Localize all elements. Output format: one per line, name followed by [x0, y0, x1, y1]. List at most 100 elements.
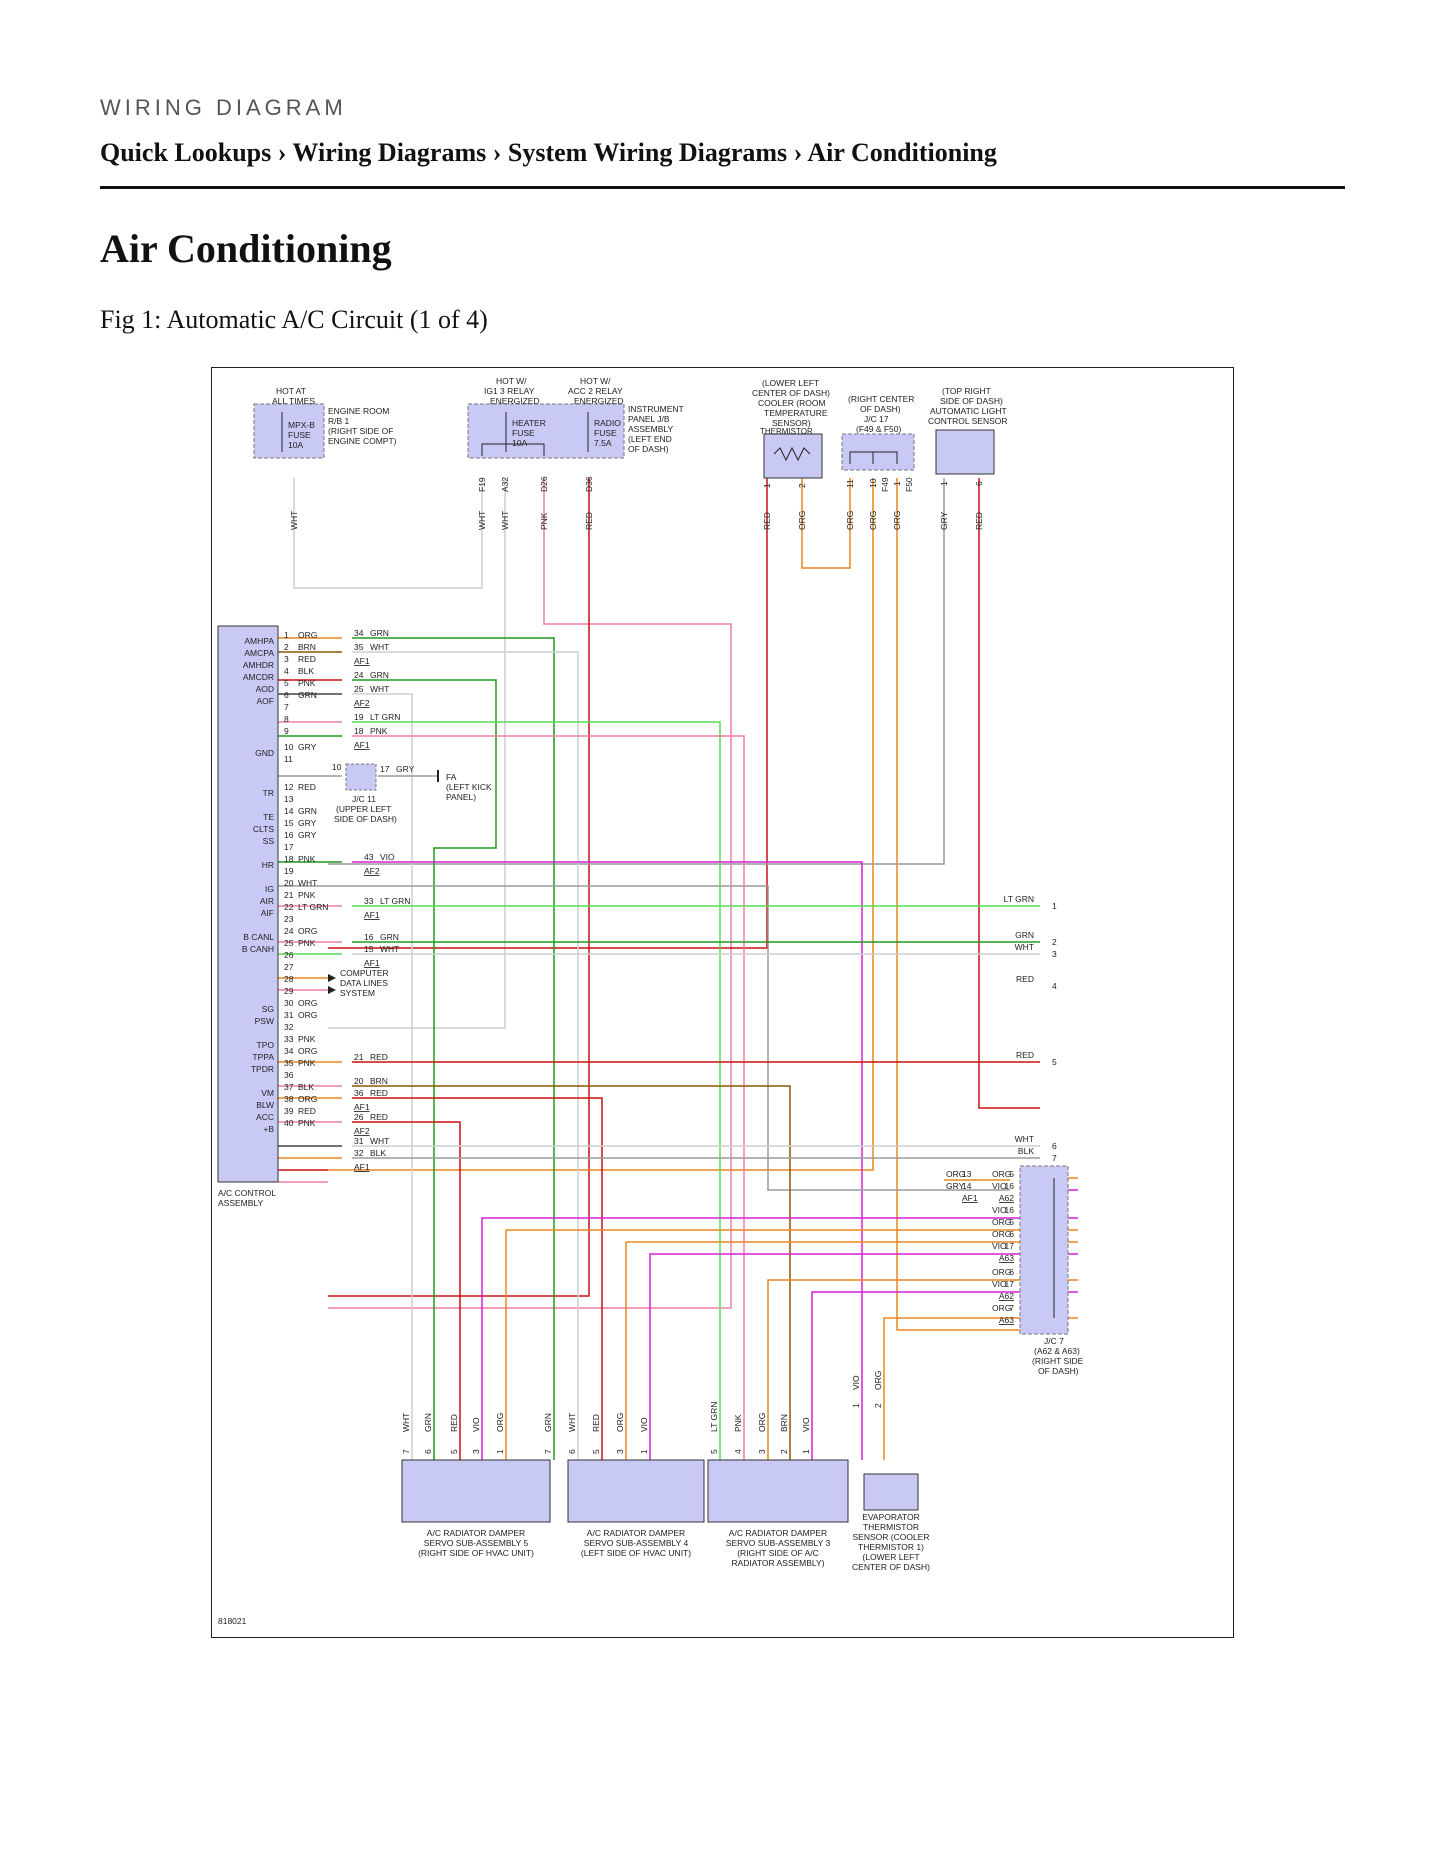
inline-pin: 25: [354, 684, 364, 694]
inline-pin: 26: [354, 1112, 364, 1122]
jc7-right-color: VIO: [992, 1181, 1007, 1191]
inline-color: WHT: [380, 944, 399, 954]
top-pin: 6: [974, 481, 984, 486]
jc7-right-color: ORG: [992, 1303, 1011, 1313]
servo-name: A/C RADIATOR DAMPER: [729, 1528, 827, 1538]
ac-pin-function: TPDR: [251, 1064, 274, 1074]
ac-pin-function: AIR: [260, 896, 274, 906]
ac-pin-number: 1: [284, 630, 289, 640]
wire: [352, 1121, 461, 1460]
inline-color: WHT: [370, 684, 389, 694]
connector-id: AF1: [354, 1102, 370, 1112]
ac-pin-number: 29: [284, 986, 294, 996]
ac-pin-function: ACC: [256, 1112, 274, 1122]
jc7-pin: 17: [1005, 1279, 1015, 1289]
servo-wire-color: LT GRN: [709, 1402, 719, 1432]
inline-color: PNK: [370, 726, 388, 736]
lightsensor-3: AUTOMATIC LIGHT: [930, 406, 1007, 416]
mpxb-fuse-label-3: 10A: [288, 440, 303, 450]
wire: [505, 1229, 1078, 1460]
ac-pin-number: 39: [284, 1106, 294, 1116]
jc17-2: OF DASH): [860, 404, 901, 414]
ac-pin-color: PNK: [298, 1118, 316, 1128]
jc7-left-color: GRY: [946, 1181, 965, 1191]
ac-pin-function: B CANH: [242, 944, 274, 954]
jc11-pin-out: 17: [380, 764, 390, 774]
ac-control-name-2: ASSEMBLY: [218, 1198, 264, 1208]
ac-pin-color: RED: [298, 782, 316, 792]
jc7-right-color: VIO: [992, 1205, 1007, 1215]
servo-pin: 7: [543, 1449, 553, 1454]
top-pin-labels: F19 A32 D26 D36 1 2 11 10 F49 1 F50 1 6: [477, 476, 984, 492]
inline-color: WHT: [370, 1136, 389, 1146]
servo-pin: 3: [757, 1449, 767, 1454]
connector-id: AF1: [364, 910, 380, 920]
ac-pin-number: 5: [284, 678, 289, 688]
servo-pin: 2: [779, 1449, 789, 1454]
ac-pin-number: 6: [284, 690, 289, 700]
thermistor-3: COOLER (ROOM: [758, 398, 826, 408]
breadcrumb[interactable]: Quick Lookups › Wiring Diagrams › System…: [100, 138, 997, 167]
servo-wire-color: VIO: [851, 1375, 861, 1390]
ac-pin-number: 31: [284, 1010, 294, 1020]
ac-pin-function: IG: [265, 884, 274, 894]
ac-pin-number: 33: [284, 1034, 294, 1044]
top-wire-color-labels: WHT WHT WHT PNK RED RED ORG ORG ORG ORG …: [289, 511, 984, 530]
ac-pin-number: 13: [284, 794, 294, 804]
jc7-block: [1019, 1165, 1069, 1335]
ac-pin-number: 38: [284, 1094, 294, 1104]
top-pin: A32: [500, 477, 510, 492]
ac-pin-number: 37: [284, 1082, 294, 1092]
jc7-right-color: VIO: [992, 1241, 1007, 1251]
jc7-name-4: OF DASH): [1038, 1366, 1079, 1376]
diagram-id: 818021: [218, 1616, 247, 1626]
ac-control-name-1: A/C CONTROL: [218, 1188, 276, 1198]
servo-name: CENTER OF DASH): [852, 1562, 930, 1572]
connector-id: AF2: [354, 1126, 370, 1136]
ac-pin-function: CLTS: [253, 824, 274, 834]
wire-color: RED: [584, 512, 594, 530]
connector-id: A62: [999, 1193, 1014, 1203]
inline-pin: 34: [354, 628, 364, 638]
wire: [278, 885, 1010, 1191]
servo-wire-color: RED: [591, 1414, 601, 1432]
ac-pin-function: AOD: [256, 684, 274, 694]
ac-pin-color: ORG: [298, 926, 317, 936]
ac-pin-color: PNK: [298, 678, 316, 688]
mpxb-desc-1: ENGINE ROOM: [328, 406, 389, 416]
ground-name-2: (LEFT KICK: [446, 782, 492, 792]
jc11-color-out: GRY: [396, 764, 415, 774]
servo-pin: 3: [471, 1449, 481, 1454]
servo-wire-color: ORG: [873, 1371, 883, 1390]
jc11-block: [345, 763, 377, 791]
jc7-name-1: J/C 7: [1044, 1336, 1064, 1346]
servo-wire-color: BRN: [779, 1414, 789, 1432]
inline-pin: 33: [364, 896, 374, 906]
ac-pin-color: ORG: [298, 1094, 317, 1104]
jc7-right-color: ORG: [992, 1169, 1011, 1179]
ac-pin-number: 7: [284, 702, 289, 712]
jc7-pin: 16: [1005, 1205, 1015, 1215]
ac-pin-number: 40: [284, 1118, 294, 1128]
ac-pin-function: TR: [263, 788, 274, 798]
inline-pin: 32: [354, 1148, 364, 1158]
ac-pin-function: VM: [261, 1088, 274, 1098]
servo-pin: 2: [873, 1403, 883, 1408]
ac-pin-number: 18: [284, 854, 294, 864]
data-line-arrow: [328, 986, 336, 994]
ac-pin-number: 28: [284, 974, 294, 984]
ac-pin-number: 32: [284, 1022, 294, 1032]
jc7-pin: 17: [1005, 1241, 1015, 1251]
ac-pin-color: ORG: [298, 1010, 317, 1020]
inline-color: LT GRN: [370, 712, 400, 722]
top-pin: 1: [762, 483, 772, 488]
servo-name: (LEFT SIDE OF HVAC UNIT): [581, 1548, 691, 1558]
servo-wire-color: VIO: [639, 1417, 649, 1432]
mpxb-desc-3: (RIGHT SIDE OF: [328, 426, 394, 436]
components: [217, 403, 1069, 1523]
ac-pin-color: PNK: [298, 1058, 316, 1068]
servo-pin: 5: [591, 1449, 601, 1454]
inline-pin: 24: [354, 670, 364, 680]
wire: [352, 651, 579, 1460]
